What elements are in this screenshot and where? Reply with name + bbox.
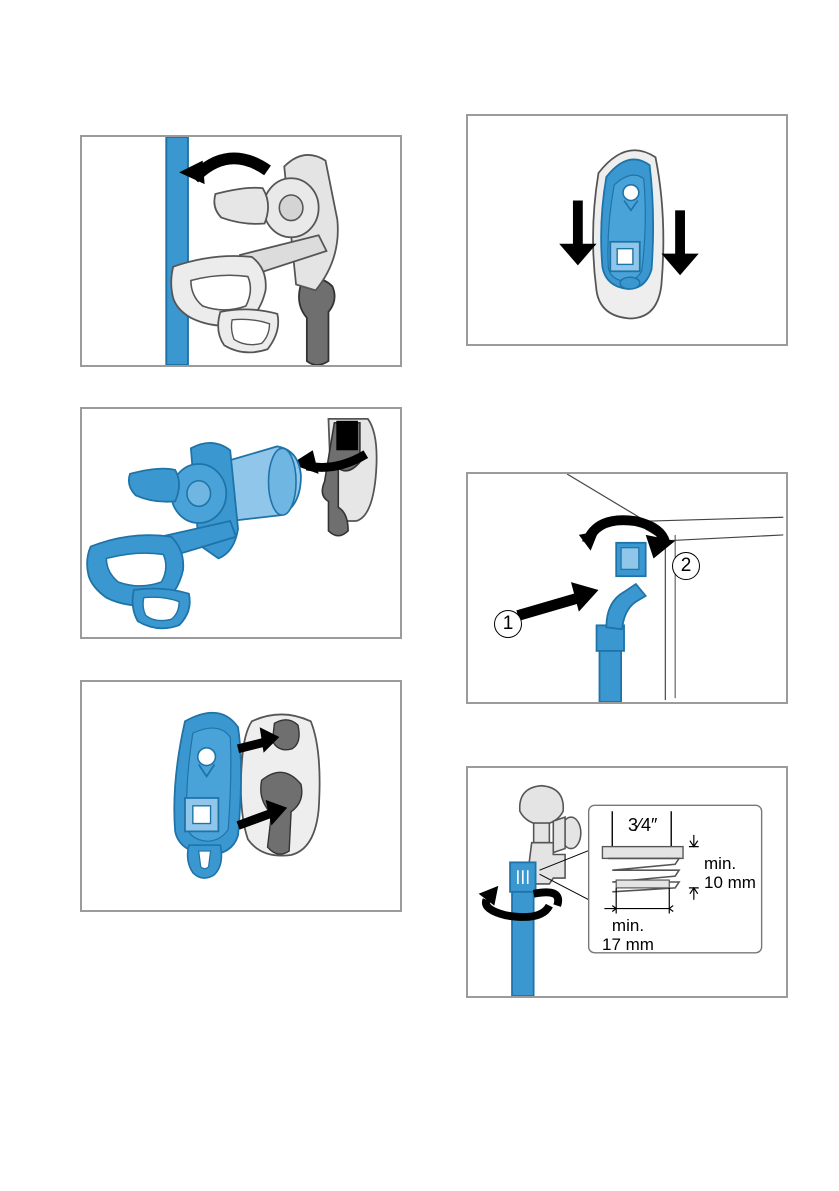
blue-hose bbox=[599, 645, 621, 702]
machine-top-edge bbox=[567, 474, 783, 521]
min-height-label: min. 10 mm bbox=[704, 854, 756, 892]
min-width-label: min. 17 mm bbox=[602, 916, 654, 954]
figure-3-holder-insert bbox=[80, 680, 402, 912]
hose-elbow bbox=[606, 584, 645, 629]
hose-connect-illustration bbox=[468, 474, 786, 702]
callout-1: 1 bbox=[494, 610, 522, 638]
keyhole-slot bbox=[299, 279, 335, 365]
figure-2-holder-remove bbox=[80, 407, 402, 639]
holder-wing bbox=[214, 188, 268, 224]
figure-5-hose-connect: 1 2 bbox=[466, 472, 788, 704]
blue-holder-wing bbox=[129, 469, 179, 502]
upper-hole bbox=[272, 720, 299, 750]
rotate-arrow-icon bbox=[179, 158, 267, 184]
thread-size-label: 3⁄4″ bbox=[628, 816, 657, 835]
push-arrow-icon bbox=[518, 582, 599, 615]
figure-1-holder-rotate bbox=[80, 135, 402, 367]
holder-remove-illustration bbox=[82, 409, 400, 637]
figure-6-tap-thread: 3⁄4″ min. 10 mm min. 17 mm bbox=[466, 766, 788, 998]
holder-rotate-illustration bbox=[82, 137, 400, 365]
callout-2-label: 2 bbox=[681, 555, 692, 576]
thread-collar bbox=[602, 847, 683, 859]
holder-bore bbox=[279, 195, 303, 221]
holder-hole bbox=[198, 748, 216, 766]
holder-insert-illustration bbox=[82, 682, 400, 910]
holder-lock-illustration bbox=[468, 116, 786, 344]
slot-opening bbox=[336, 421, 358, 450]
callout-2: 2 bbox=[672, 552, 700, 580]
callout-1-label: 1 bbox=[503, 613, 514, 634]
figure-4-holder-lock-down bbox=[466, 114, 788, 346]
